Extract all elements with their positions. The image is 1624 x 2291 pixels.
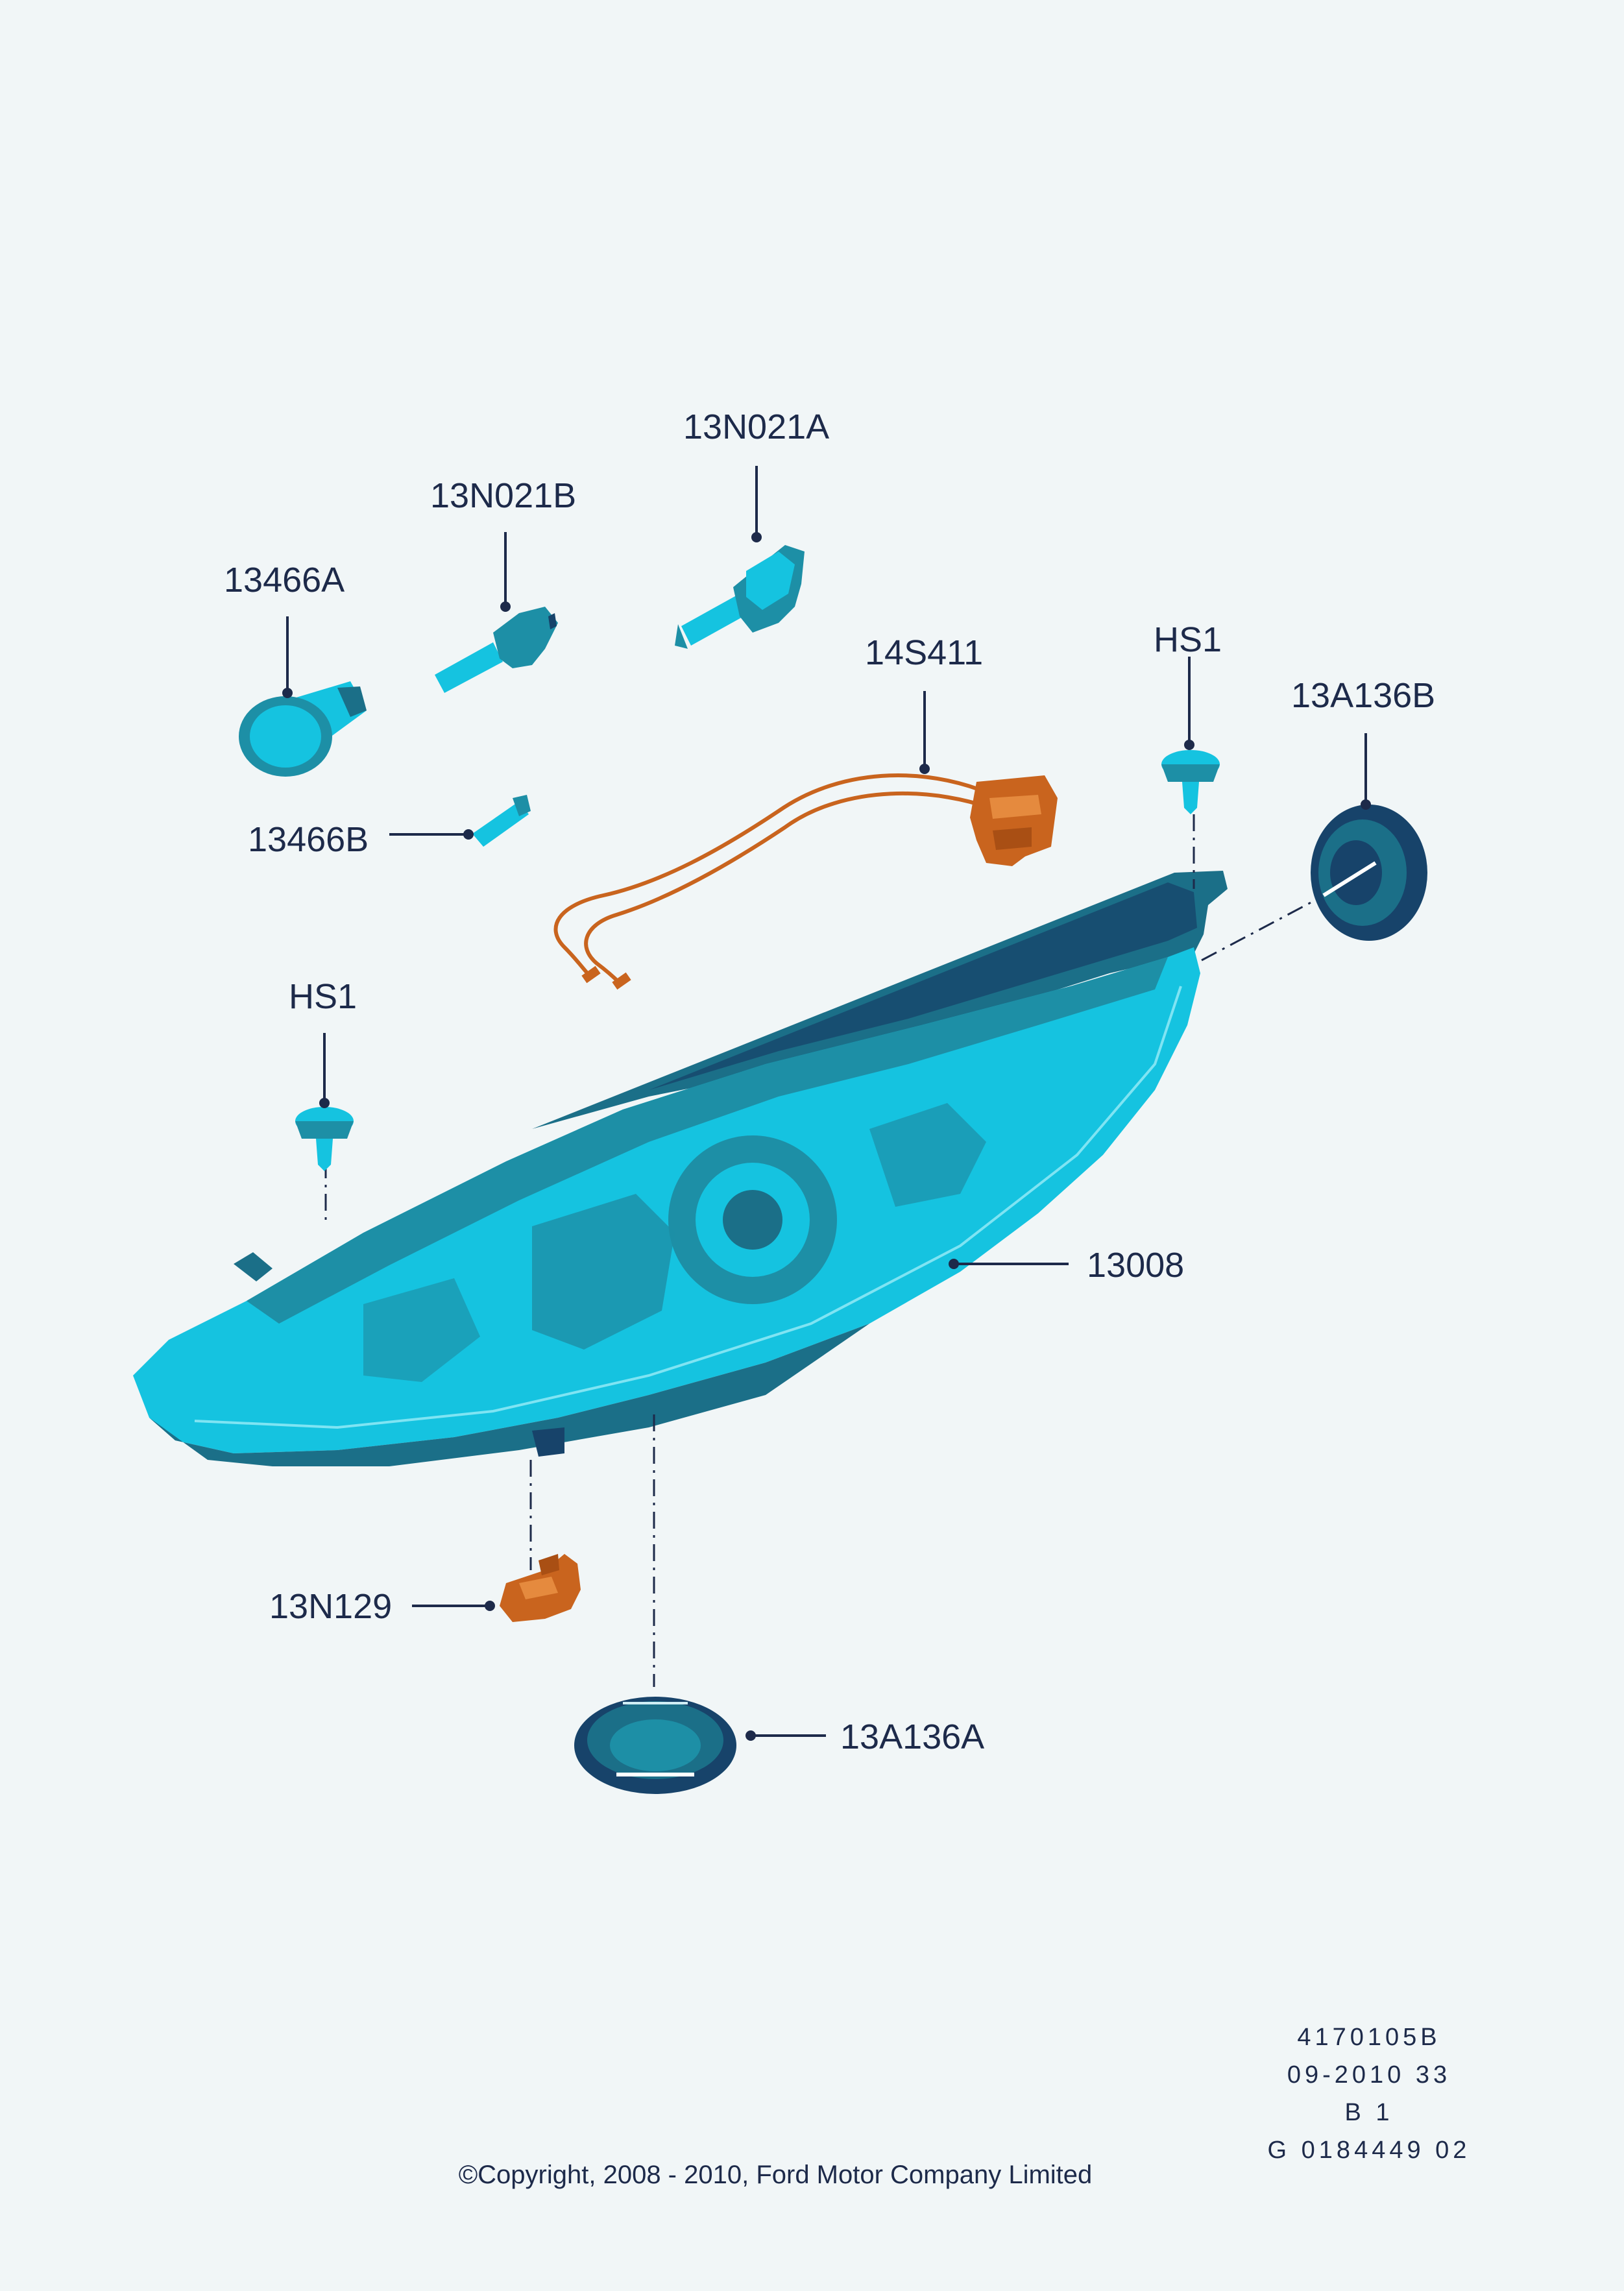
label-hs1-left: HS1 [289,977,357,1016]
label-13008: 13008 [1087,1246,1184,1285]
bulb-13n021a [675,545,805,649]
meta-line-3: B 1 [1344,2099,1393,2126]
meta-line-2: 09-2010 33 [1287,2061,1451,2089]
cover-13a136a [574,1697,736,1794]
wiring-harness-14s411 [553,773,1058,990]
clip-13n129 [500,1554,581,1622]
label-13466a: 13466A [224,561,345,600]
meta-line-1: 4170105B [1297,2024,1440,2051]
label-13n129: 13N129 [269,1587,392,1626]
label-13466b: 13466B [248,820,369,859]
leader-lines [282,466,1371,1741]
label-13a136b: 13A136B [1291,676,1435,715]
bulb-13466a [239,681,367,777]
bulb-13466b [472,795,531,847]
label-13n021b: 13N021B [430,476,576,515]
meta-line-4: G 0184449 02 [1268,2137,1471,2164]
screw-hs1-left [295,1107,354,1171]
document-meta: 4170105B 09-2010 33 B 1 G 0184449 02 [1268,2024,1471,2164]
label-hs1-right: HS1 [1154,620,1222,659]
label-13n021a: 13N021A [683,407,829,446]
headlamp-assembly [133,871,1228,1466]
grommet-13a136b [1311,805,1427,941]
bulb-13n021b [435,607,558,693]
label-14s411: 14S411 [865,633,983,672]
alignment-lines [324,814,1337,1687]
callout-labels: 13N021A 13N021B 13466A 13466B 14S411 HS1… [224,407,1435,1756]
label-13a136a: 13A136A [840,1717,984,1756]
screw-hs1-right [1161,750,1220,814]
copyright-notice: ©Copyright, 2008 - 2010, Ford Motor Comp… [459,2161,1093,2189]
